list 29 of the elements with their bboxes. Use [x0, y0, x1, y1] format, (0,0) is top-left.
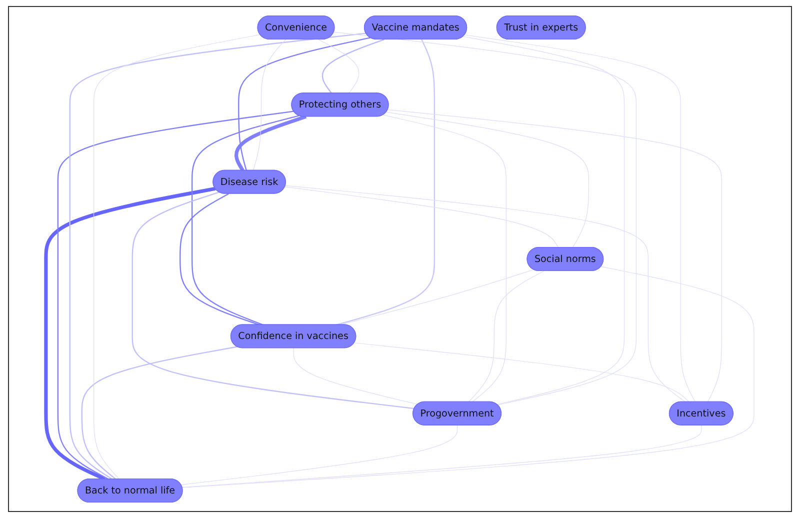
connector: [336, 39, 436, 326]
connector: [182, 425, 702, 488]
connector: [293, 348, 418, 405]
connector: [252, 39, 286, 171]
connector: [94, 34, 260, 480]
connector: [468, 270, 544, 402]
connector: [382, 114, 506, 402]
connector: [182, 266, 754, 488]
connector: [464, 34, 696, 402]
connector: [318, 39, 360, 94]
connector: [191, 115, 300, 326]
connector: [285, 185, 686, 402]
connector: [340, 269, 534, 326]
connector: [354, 342, 690, 402]
connector: [180, 425, 458, 486]
connector: [44, 186, 216, 481]
connector: [284, 186, 559, 248]
connector: [238, 37, 370, 171]
connector: [69, 32, 366, 480]
connector: [462, 36, 625, 405]
connector: [334, 32, 636, 406]
connector: [387, 109, 722, 402]
connector: [322, 38, 384, 94]
connector: [132, 192, 414, 410]
connector: [179, 193, 260, 326]
connector: [81, 346, 238, 480]
connector: [57, 110, 294, 480]
connector: [234, 114, 307, 172]
connector: [386, 112, 590, 248]
